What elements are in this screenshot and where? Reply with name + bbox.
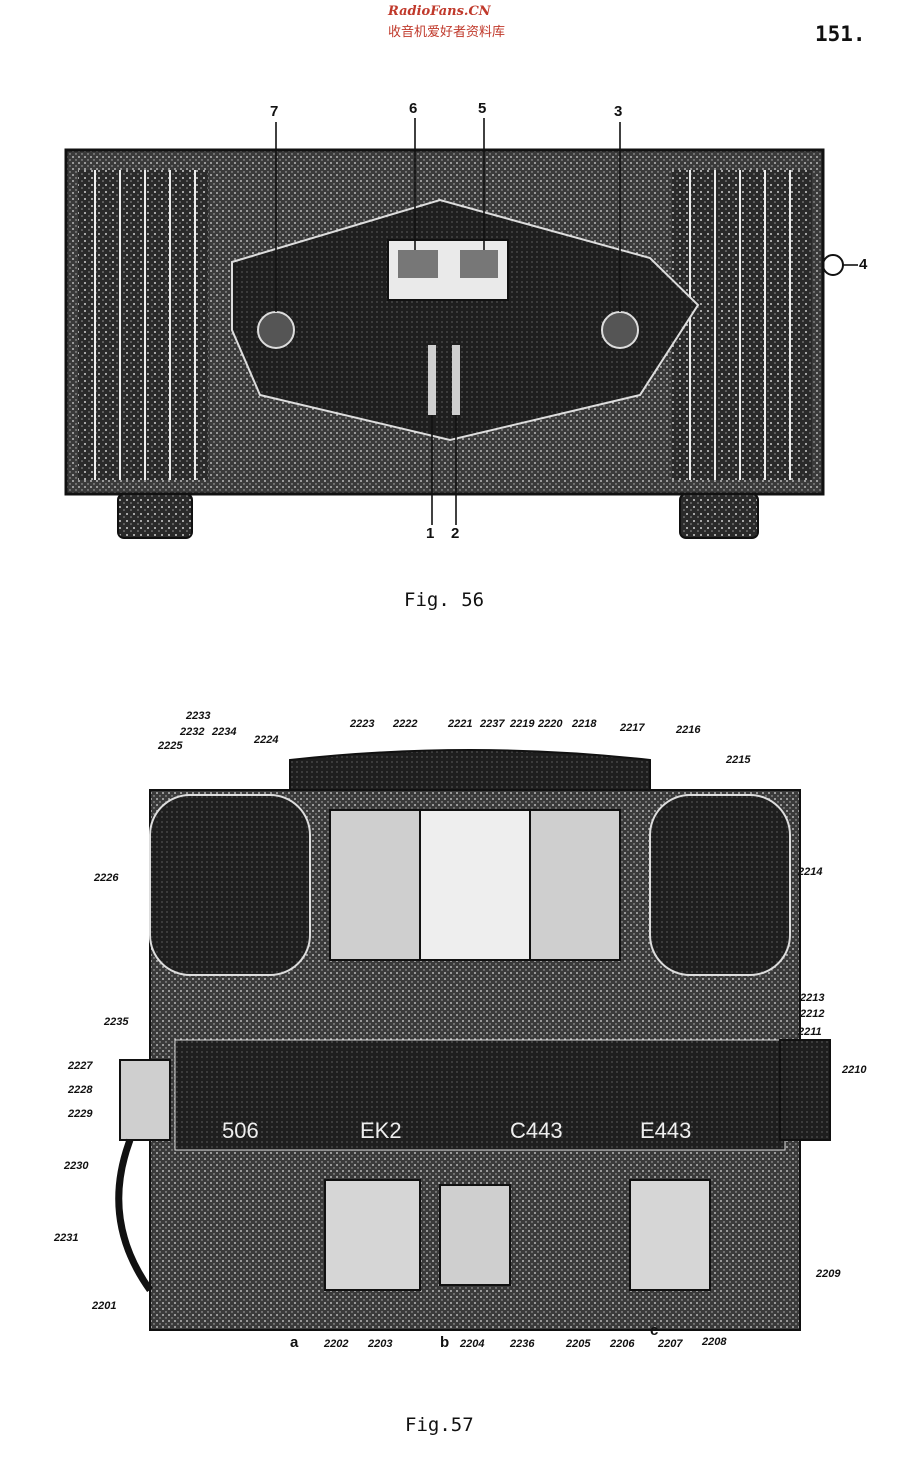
tube-marking-ek2: EK2 — [360, 1118, 402, 1143]
label-2212: 2212 — [800, 1008, 825, 1020]
label-2230: 2230 — [64, 1160, 89, 1172]
label-2232: 2232 — [180, 726, 205, 738]
label-2211: 2211 — [798, 1026, 822, 1038]
label-2218: 2218 — [572, 718, 597, 730]
callout-5: 5 — [478, 100, 487, 117]
slider-2 — [452, 345, 460, 415]
label-2235: 2235 — [104, 1016, 129, 1028]
page-number: 151. — [815, 22, 866, 46]
callout-3: 3 — [614, 103, 623, 120]
label-a: a — [290, 1334, 299, 1351]
label-2217: 2217 — [620, 722, 645, 734]
right-knob — [601, 311, 639, 349]
label-2214: 2214 — [798, 866, 823, 878]
label-2206: 2206 — [610, 1338, 635, 1350]
callout-4: 4 — [859, 256, 868, 273]
label-2220-top: 2220 — [538, 718, 563, 730]
left-foot — [117, 493, 193, 539]
callout-1: 1 — [426, 525, 435, 542]
right-foot — [679, 493, 759, 539]
label-2203: 2203 — [368, 1338, 393, 1350]
left-knob — [257, 311, 295, 349]
front-panel — [231, 198, 700, 442]
tube-marking-e443: E443 — [640, 1118, 692, 1143]
label-2201: 2201 — [92, 1300, 117, 1312]
callout-7: 7 — [270, 103, 279, 120]
label-2225: 2225 — [158, 740, 183, 752]
side-knob — [822, 254, 844, 276]
label-2222: 2222 — [393, 718, 418, 730]
label-2202: 2202 — [324, 1338, 349, 1350]
label-b: b — [440, 1334, 450, 1351]
tube-marking-c443: C443 — [510, 1118, 563, 1143]
label-2216: 2216 — [676, 724, 701, 736]
label-2237: 2237 — [480, 718, 505, 730]
label-2209: 2209 — [816, 1268, 841, 1280]
left-grille — [78, 170, 208, 480]
label-2234: 2234 — [212, 726, 237, 738]
fig56-caption: Fig. 56 — [404, 589, 485, 611]
tube-marking-506: 506 — [222, 1118, 259, 1143]
label-c: c — [650, 1322, 659, 1339]
label-2219: 2219 — [510, 718, 535, 730]
label-2236: 2236 — [510, 1338, 535, 1350]
figure-57-drawing — [115, 749, 831, 1331]
watermark-site: RadioFans.CN — [388, 4, 491, 19]
label-2223: 2223 — [350, 718, 375, 730]
label-2213: 2213 — [800, 992, 825, 1004]
label-2227: 2227 — [68, 1060, 93, 1072]
label-2221: 2221 — [448, 718, 473, 730]
label-2228: 2228 — [68, 1084, 93, 1096]
label-2215: 2215 — [726, 754, 751, 766]
callout-6: 6 — [409, 100, 418, 117]
fig57-caption: Fig.57 — [405, 1414, 474, 1436]
label-2208: 2208 — [702, 1336, 727, 1348]
callout-2: 2 — [451, 525, 460, 542]
watermark-cn: 收音机爱好者资料库 — [388, 25, 506, 40]
label-2231: 2231 — [54, 1232, 79, 1244]
slider-1 — [428, 345, 436, 415]
label-2226: 2226 — [94, 872, 119, 884]
label-2233: 2233 — [186, 710, 211, 722]
label-2229: 2229 — [68, 1108, 93, 1120]
label-2210: 2210 — [842, 1064, 867, 1076]
right-grille — [672, 170, 812, 480]
label-2207: 2207 — [658, 1338, 683, 1350]
label-2204: 2204 — [460, 1338, 485, 1350]
label-2224: 2224 — [254, 734, 279, 746]
label-2205: 2205 — [566, 1338, 591, 1350]
